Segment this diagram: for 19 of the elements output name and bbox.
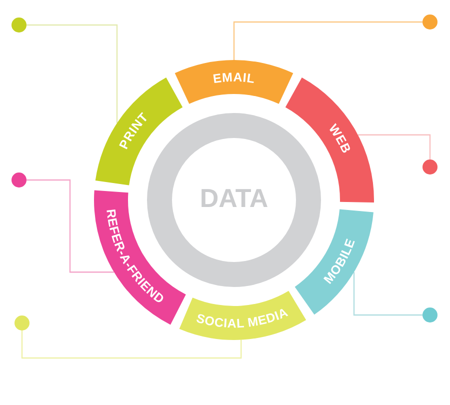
leader-line [26,24,118,124]
ring-segment [174,60,294,104]
segment-label: EMAIL [212,70,256,86]
leader-line [21,330,242,359]
ring-segment [294,209,374,315]
dot-icon [422,160,438,174]
leader-line [26,179,114,273]
leader-line [353,272,422,316]
dot-icon [12,172,26,188]
ring-segment [179,290,306,340]
dot-icon [422,14,438,30]
dot-icon [12,18,26,32]
dot-icon [422,308,438,322]
leader-line [233,21,422,60]
ring-segment [95,78,183,186]
leader-line [358,134,431,160]
segment-label: SOCIAL MEDIA [194,305,290,331]
ring-segment [285,78,374,202]
dot-icon [14,316,30,330]
